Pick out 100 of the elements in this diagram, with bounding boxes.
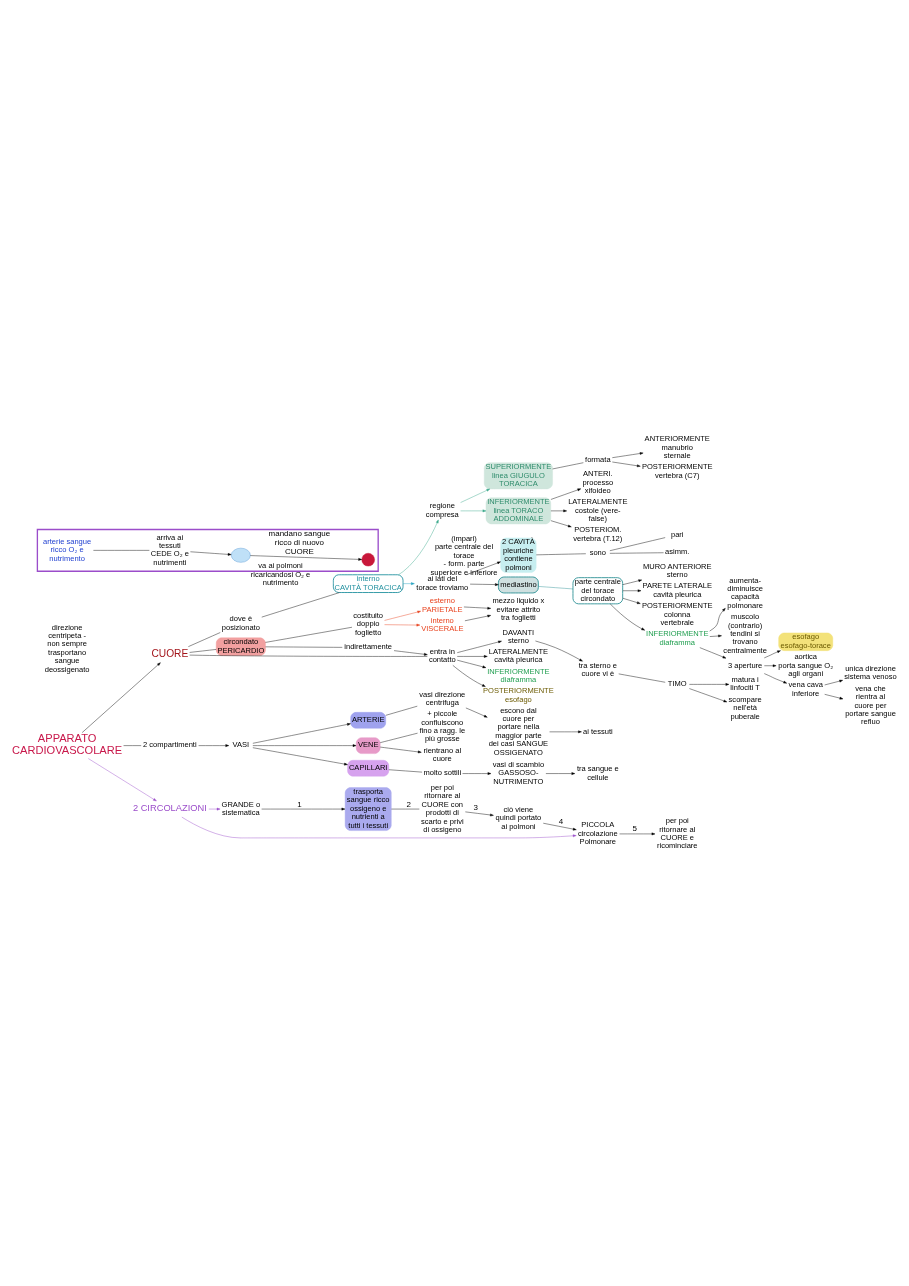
node-text: tra sterno e cuore vi è — [578, 660, 617, 679]
arrow — [190, 551, 232, 556]
node-text: ciò viene quindi portato ai polmoni — [495, 804, 542, 831]
node-text: PARETE LATERALE cavità pleurica — [642, 581, 713, 599]
node-text: TIMO — [667, 679, 687, 689]
arrow — [208, 807, 221, 811]
arrow — [460, 488, 491, 503]
node-box: INFERIORMENTE linea TORACO ADDOMINALE — [485, 497, 551, 525]
node-text: vena che rientra al cuore per portare sangue refluo — [845, 683, 896, 727]
node-box: VENE — [356, 737, 381, 754]
arrow — [384, 623, 421, 627]
node-text: molto sottili — [423, 768, 462, 778]
node-text: mezzo liquido x evitare attrito tra foglietti — [492, 596, 545, 623]
node-text: regione compresa — [425, 501, 459, 519]
arrow — [550, 488, 581, 500]
node-text: INFERIORMENTE diaframma — [646, 629, 709, 647]
arrow — [535, 640, 583, 662]
arrow — [261, 807, 346, 811]
node-text: LATERALMENTE cavità pleurica — [488, 647, 549, 665]
arrow — [465, 811, 494, 817]
node-text: esterno PARIETALE — [422, 596, 463, 614]
arrow — [252, 744, 357, 747]
node-text: escono dal cuore per portare nella maggior parte dei casi SANGUE OSSIGENATO — [488, 705, 549, 757]
arrow — [384, 610, 421, 621]
node-text: 2 compartimenti — [143, 740, 197, 750]
arrow — [460, 509, 487, 513]
node-text: 2 CIRCOLAZIONI — [132, 803, 207, 814]
node-text: asimm. — [665, 547, 690, 557]
node-text: vena cava inferiore — [788, 680, 823, 698]
arrow — [622, 579, 642, 585]
edge-label: 4 — [558, 816, 564, 826]
arrow — [398, 519, 439, 575]
node-text: unica direzione sistema venoso — [844, 663, 897, 682]
arrow — [469, 583, 499, 586]
node-text: aumenta-diminuisce capacità polmonare — [727, 575, 763, 610]
node-box: esofago esofago-torace — [778, 632, 833, 651]
connector — [189, 654, 428, 657]
arrow — [457, 640, 502, 653]
node-text: PICCOLA circolazione Polmonare — [577, 820, 618, 847]
arrow — [465, 707, 488, 718]
node-lungs — [231, 547, 251, 563]
node-text: APPARATO CARDIOVASCOLARE — [12, 732, 123, 757]
arrow — [689, 688, 728, 703]
node-label: (impari) — [451, 533, 477, 543]
edge-label: 5 — [632, 824, 637, 834]
arrow — [393, 650, 428, 656]
arrow — [252, 747, 348, 766]
arrow — [545, 772, 576, 775]
node-box: circondato PERICARDIO — [216, 637, 266, 656]
node-text: ai tessuti — [582, 726, 613, 736]
arrow — [88, 758, 157, 802]
arrow — [764, 650, 781, 659]
node-text: per poi ritornare al CUORE con prodotti di scarto e privi di ossigeno — [420, 782, 464, 834]
arrow — [549, 730, 582, 734]
edge-label: 1 — [297, 799, 302, 809]
edge-label: mandano sangue ricco di nuovo CUORE — [268, 529, 331, 557]
arrow — [764, 664, 777, 668]
node-text: aortica porta sangue O₂ agli organi — [778, 652, 834, 678]
node-text: pari — [670, 529, 684, 539]
arrow — [464, 614, 491, 621]
node-text: dove è posizionato — [221, 614, 260, 632]
arrow — [550, 509, 567, 513]
node-text: per poi ritornare al CUORE e ricominciare — [656, 816, 698, 851]
cluster — [36, 528, 379, 572]
node-text: DAVANTI sterno — [502, 627, 535, 645]
node-label: parte centrale del torace — [434, 542, 494, 560]
arrow — [689, 683, 730, 686]
node-text: scompare nell'età puberale — [728, 694, 762, 721]
node-text: matura i linfociti T — [730, 674, 760, 693]
arrow — [402, 582, 415, 585]
arrow — [610, 603, 645, 631]
arrow — [709, 608, 726, 632]
node-box: CAPILLARI — [347, 760, 390, 777]
node-text: interno VISCERALE — [421, 615, 464, 634]
node-text: MURO ANTERIORE sterno — [642, 561, 712, 580]
connector — [538, 586, 574, 590]
node-text: muscolo (contrario) tendini si trovano centralmente — [723, 612, 767, 655]
arrow — [612, 452, 644, 458]
node-text: arterie sangue ricco O₂ e nutrimento — [43, 536, 92, 563]
node-text: indirettamente — [344, 642, 393, 652]
arrow — [699, 647, 727, 659]
node-box: mediastino — [498, 576, 539, 594]
arrow — [764, 673, 787, 684]
node-text: rientrano al cuore — [423, 745, 462, 763]
node-box: trasporta sangue ricco ossigeno e nutrienti a tutti i tessuti — [344, 787, 392, 831]
node-text: CUORE — [151, 648, 189, 660]
arrow — [380, 746, 422, 754]
arrow — [466, 561, 501, 575]
arrow — [452, 665, 486, 687]
node-label: va ai polmoni ricaricandosi O₂ e nutrimento — [250, 561, 311, 588]
node-box: interno CAVITÀ TORACICA — [332, 574, 404, 593]
edge-label: 2 — [406, 799, 412, 809]
node-text: ANTERI. processo xifoideo — [582, 469, 614, 496]
arrow — [457, 659, 487, 669]
arrow — [824, 679, 843, 686]
node-box: parte centrale del torace circondato — [572, 577, 624, 605]
arrow — [619, 832, 656, 836]
arrow — [457, 655, 488, 658]
node-text: POSTERIOM. vertebra (T.12) — [573, 525, 623, 543]
node-text: arriva ai tessuti CEDE O₂ e nutrimenti — [150, 532, 189, 567]
